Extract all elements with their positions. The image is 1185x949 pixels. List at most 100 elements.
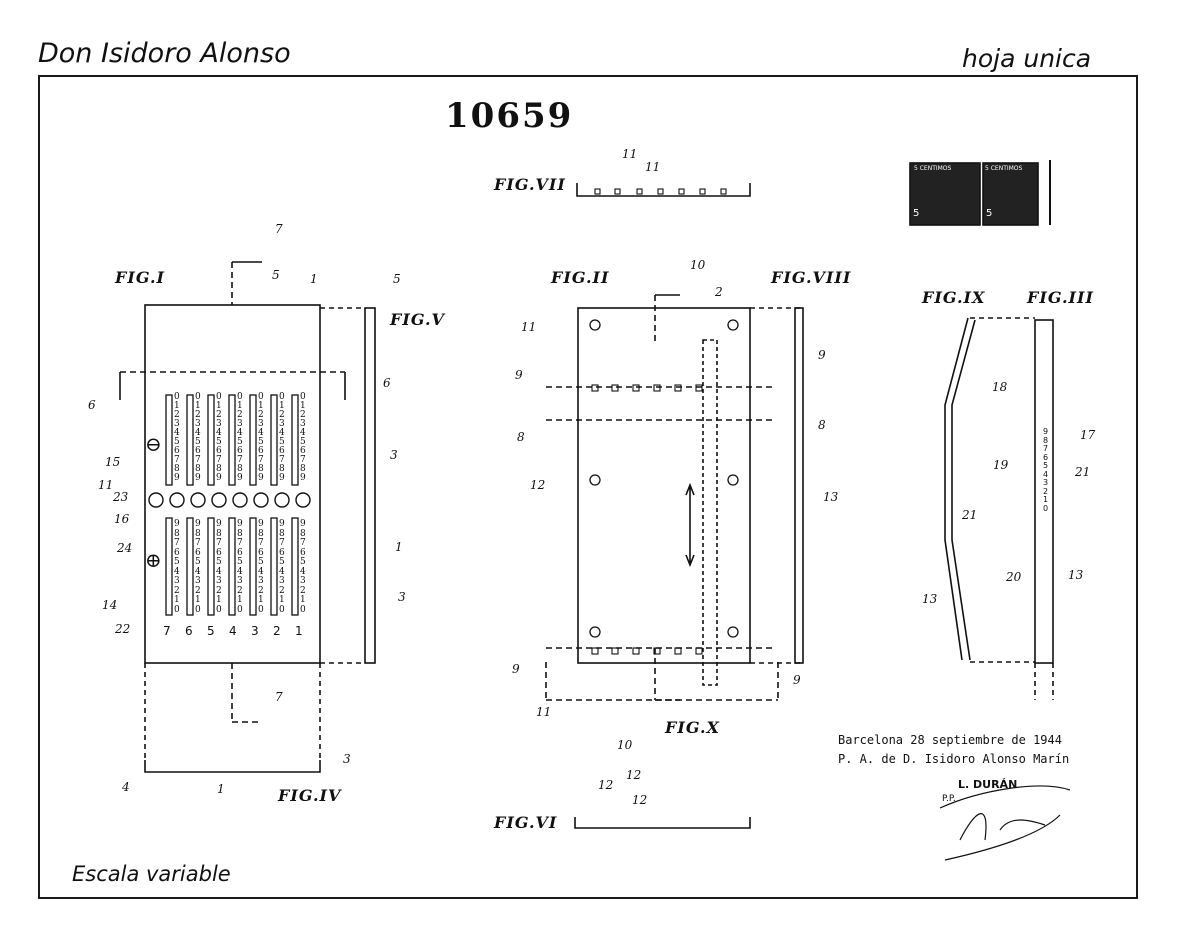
ref-11-fig2: 11	[521, 320, 537, 334]
ref-3-a: 3	[390, 448, 398, 462]
fig7-title: FIG.VII	[494, 175, 566, 194]
ref-3-c: 3	[343, 752, 351, 766]
ref-22: 22	[115, 622, 131, 636]
date-line: Barcelona 28 septiembre de 1944	[838, 733, 1062, 747]
fig3-title: FIG.III	[1027, 288, 1094, 307]
fig10-title: FIG.X	[665, 718, 720, 737]
fig4-channel	[144, 760, 321, 773]
ref-19: 19	[993, 458, 1009, 472]
agent-name: L. DURÁN	[958, 778, 1018, 791]
ref-9-c: 9	[512, 662, 520, 676]
ref-7-top: 7	[275, 222, 283, 236]
minus-sign: ⊖	[145, 432, 162, 456]
ref-17: 17	[1080, 428, 1096, 442]
fig1-plate	[144, 304, 321, 664]
ref-5-b: 5	[393, 272, 401, 286]
ref-21-b: 21	[962, 508, 978, 522]
ref-12-fig6-c: 12	[632, 793, 648, 807]
fig9-title: FIG.IX	[922, 288, 986, 307]
ref-10-bottom: 10	[617, 738, 633, 752]
drawing-frame	[38, 75, 1138, 899]
ref-5-a: 5	[272, 268, 280, 282]
ref-11-fig7-a: 11	[622, 147, 638, 161]
fig8-side-bar	[794, 307, 804, 664]
sheet-label: hoja unica	[962, 44, 1092, 73]
fig9-bar	[944, 317, 976, 661]
fig6-title: FIG.VI	[494, 813, 558, 832]
ref-6-left: 6	[88, 398, 96, 412]
fig4-title: FIG.IV	[278, 786, 342, 805]
fig1-section-line-7	[231, 262, 262, 723]
signature	[939, 785, 1071, 861]
agent-prefix: P.P.	[942, 794, 956, 804]
ref-2: 2	[715, 285, 723, 299]
tax-stamp-1-label: 5 CENTIMOS	[914, 165, 952, 172]
fig2-title: FIG.II	[551, 268, 610, 287]
ref-16: 16	[114, 512, 130, 526]
fig1-title: FIG.I	[115, 268, 165, 287]
ref-14: 14	[102, 598, 118, 612]
ref-15: 15	[105, 455, 121, 469]
ref-4: 4	[122, 780, 130, 794]
fig5-side-bar	[364, 307, 376, 664]
fig5-title: FIG.V	[390, 310, 445, 329]
ref-21-a: 21	[1075, 465, 1091, 479]
fig3-column	[1034, 319, 1054, 664]
ref-13-fig2: 13	[823, 490, 839, 504]
inventor-name: Don Isidoro Alonso	[38, 38, 291, 69]
fig7-strip	[576, 183, 751, 197]
fig1-upper-slots	[165, 394, 299, 486]
ref-11-a: 11	[98, 478, 114, 492]
ref-24: 24	[117, 541, 133, 555]
ref-3-b: 3	[398, 590, 406, 604]
tax-stamp-2	[982, 162, 1039, 226]
ref-10-top: 10	[690, 258, 706, 272]
ref-9-a: 9	[515, 368, 523, 382]
ref-6-right: 6	[383, 376, 391, 390]
ref-9-d: 9	[793, 673, 801, 687]
ref-18: 18	[992, 380, 1008, 394]
ref-13-fig3: 13	[1068, 568, 1084, 582]
fig1-circle-row	[148, 492, 311, 508]
tax-stamp-1-value: 5	[913, 208, 920, 219]
ref-12-fig2: 12	[530, 478, 546, 492]
fig2-rack	[702, 339, 718, 686]
patent-number: 10659	[445, 96, 574, 136]
ref-11-fig7-b: 11	[645, 160, 661, 174]
fig8-title: FIG.VIII	[771, 268, 852, 287]
ref-12-fig6-b: 12	[626, 768, 642, 782]
scale-note: Escala variable	[72, 862, 231, 886]
tax-stamp-2-label: 5 CENTIMOS	[985, 165, 1023, 172]
ref-13-fig9: 13	[922, 592, 938, 606]
ref-9-b: 9	[818, 348, 826, 362]
ref-1-c: 1	[217, 782, 225, 796]
ref-1-b: 1	[395, 540, 403, 554]
tax-stamp-2-value: 5	[986, 208, 993, 219]
fig1-lower-slots	[165, 517, 299, 616]
ref-12-fig6-a: 12	[598, 778, 614, 792]
attorney-line: P. A. de D. Isidoro Alonso Marín	[838, 752, 1070, 766]
ref-1-a: 1	[310, 272, 318, 286]
ref-8-a: 8	[517, 430, 525, 444]
ref-8-b: 8	[818, 418, 826, 432]
ref-23: 23	[113, 490, 129, 504]
fig6-strip	[574, 817, 751, 829]
fig2-plate	[577, 307, 751, 664]
ref-7-bottom: 7	[275, 690, 283, 704]
plus-sign: ⊕	[145, 548, 162, 572]
